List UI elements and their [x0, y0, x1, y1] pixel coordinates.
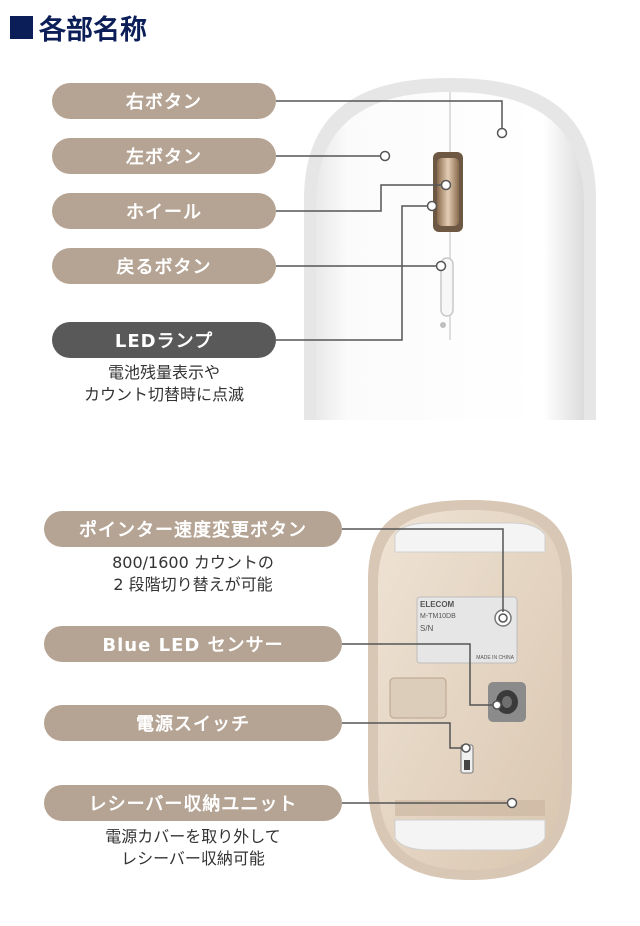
product-model: M-TM10DB — [420, 613, 456, 620]
sensor-marker — [492, 700, 502, 710]
back-button-marker — [435, 260, 447, 272]
bottom-leader-lines — [342, 528, 512, 804]
product-sn: S/N — [420, 624, 434, 633]
product-label: ELECOM M-TM10DB S/N MADE IN CHINA — [420, 600, 514, 661]
mouse-top-view — [304, 78, 596, 420]
label-led-lamp: LEDランプ — [52, 322, 276, 358]
right-button-marker — [496, 127, 508, 139]
section-heading: 各部名称 — [10, 8, 147, 47]
wheel-marker — [440, 179, 452, 191]
label-right-button: 右ボタン — [52, 83, 276, 119]
speed-button-marker — [498, 613, 508, 623]
receiver-note: 電源カバーを取り外して レシーバー収納可能 — [105, 827, 281, 868]
led-marker — [426, 200, 438, 212]
label-blue-led-sensor: Blue LED センサー — [44, 626, 342, 662]
receiver-unit-marker — [506, 797, 518, 809]
pointer-speed-note: 800/1600 カウントの 2 段階切り替えが可能 — [112, 553, 274, 594]
led-note: 電池残量表示や カウント切替時に点滅 — [83, 363, 244, 404]
heading-text: 各部名称 — [39, 15, 147, 46]
label-left-button: 左ボタン — [52, 138, 276, 174]
label-wheel: ホイール — [52, 193, 276, 229]
product-origin: MADE IN CHINA — [476, 655, 514, 661]
left-button-marker — [379, 150, 391, 162]
top-leader-lines — [276, 100, 503, 341]
label-pointer-speed-button: ポインター速度変更ボタン — [44, 511, 342, 547]
heading-square-icon — [10, 16, 33, 39]
product-brand: ELECOM — [420, 600, 455, 609]
label-receiver-storage: レシーバー収納ユニット — [44, 785, 342, 821]
label-back-button: 戻るボタン — [52, 248, 276, 284]
label-power-switch: 電源スイッチ — [44, 705, 342, 741]
power-switch-marker — [461, 743, 471, 753]
